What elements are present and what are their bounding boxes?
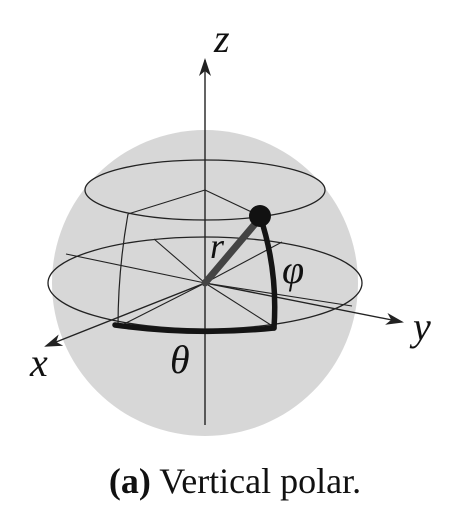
x-axis bbox=[44, 282, 206, 347]
meridian-arcs bbox=[117, 213, 129, 328]
point-marker bbox=[249, 205, 271, 227]
y-axis bbox=[204, 282, 404, 325]
caption-text: Vertical polar. bbox=[159, 461, 362, 501]
y-axis-label: y bbox=[409, 304, 431, 349]
r-label: r bbox=[210, 226, 225, 266]
x-axis-label: x bbox=[29, 340, 48, 385]
theta-label: θ bbox=[170, 337, 190, 382]
figure-caption: (a) Vertical polar. bbox=[0, 460, 470, 503]
theta-arc bbox=[112, 322, 277, 335]
phi-arc bbox=[257, 213, 278, 331]
z-axis-label: z bbox=[213, 16, 230, 61]
radius-vector bbox=[201, 214, 264, 287]
caption-label: (a) bbox=[108, 461, 151, 501]
phi-label: φ bbox=[282, 247, 304, 292]
